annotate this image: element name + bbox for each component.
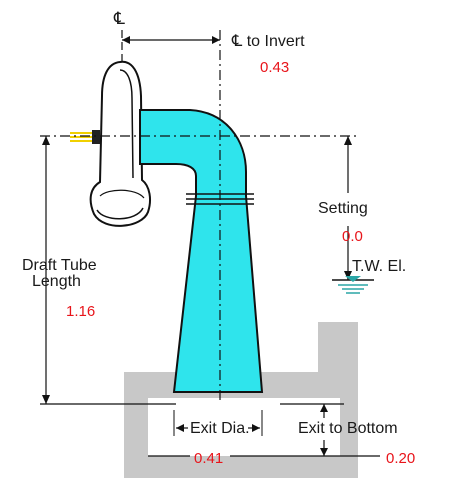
- tw-el-label: T.W. El.: [352, 258, 407, 275]
- centerline-to-invert-dimension: [122, 36, 220, 44]
- draft-tube-length-dimension: [40, 136, 176, 405]
- exit-dia-value: 0.41: [194, 450, 224, 467]
- exit-to-bottom-value: 0.20: [386, 450, 416, 467]
- shaft-stub: [70, 130, 100, 144]
- draft-tube-body: [139, 109, 264, 393]
- centerline-to-invert-value: 0.43: [260, 59, 290, 76]
- tailwater-symbol: [332, 276, 374, 294]
- draft-tube-length-value: 1.16: [66, 303, 96, 320]
- exit-dia-dimension: [173, 410, 263, 436]
- exit-dia-label: Exit Dia.: [190, 420, 250, 437]
- centerline-to-invert-label: ℄ to Invert: [232, 33, 305, 50]
- exit-to-bottom-dimension: [148, 403, 380, 457]
- draft-tube-length-label-line2: Length: [32, 273, 81, 290]
- setting-label: Setting: [318, 200, 368, 217]
- exit-to-bottom-label: Exit to Bottom: [298, 420, 398, 437]
- draft-tube-length-label-line1: Draft Tube: [22, 257, 97, 274]
- centerline-symbol-label: ℄: [114, 9, 125, 28]
- setting-value: 0.0: [342, 228, 363, 245]
- runner-scroll-case: [89, 60, 151, 227]
- setting-dimension: [344, 136, 352, 280]
- concrete-tailrace: [124, 322, 358, 478]
